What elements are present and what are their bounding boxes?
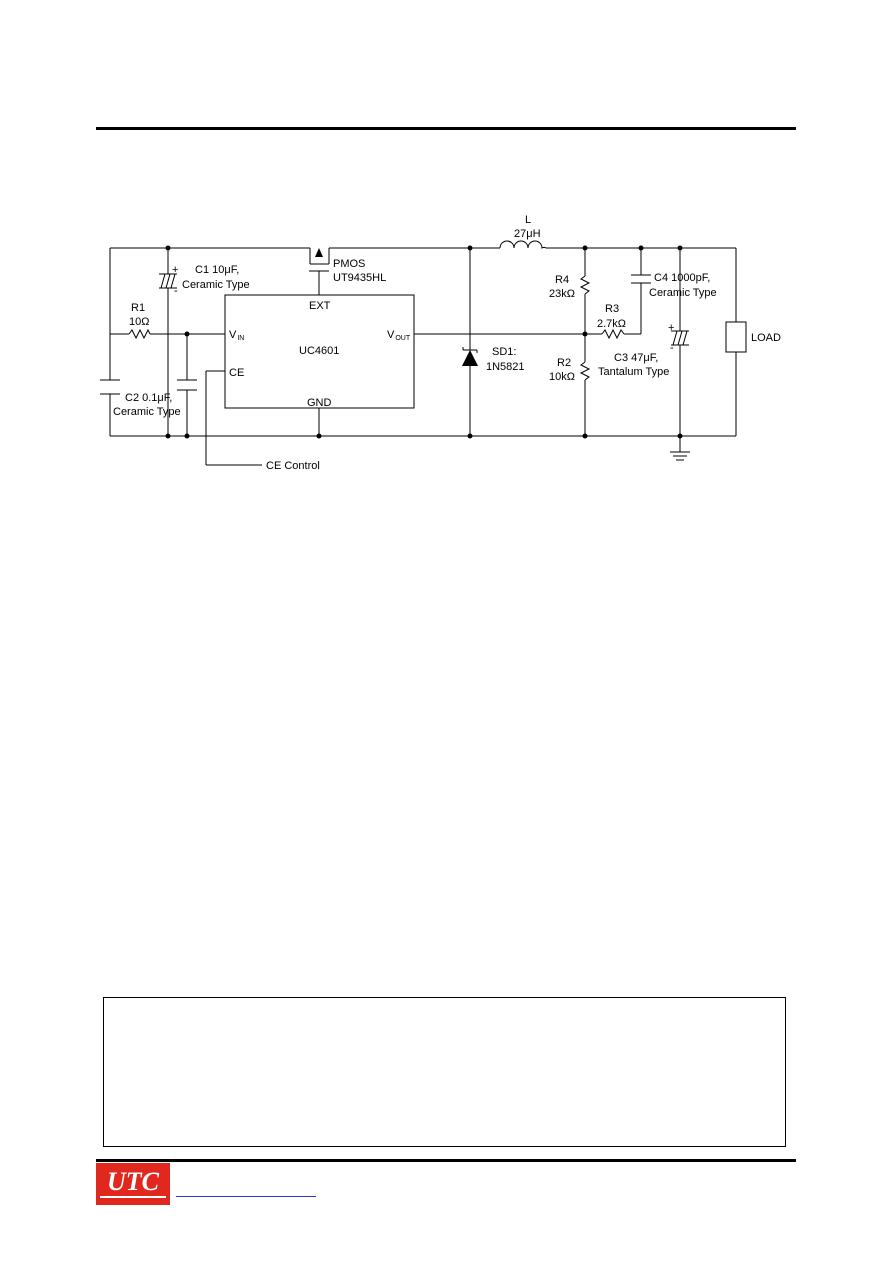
ce-control-label: CE Control: [266, 460, 320, 472]
sd1-part-label: 1N5821: [486, 361, 525, 373]
ic-pin-gnd-label: GND: [307, 397, 332, 409]
c3-type-label: Tantalum Type: [598, 366, 669, 378]
r2-value-label: 10kΩ: [549, 371, 575, 383]
pmos-name-label: PMOS: [333, 258, 365, 270]
c1-name-label: C1 10μF,: [195, 264, 239, 276]
notice-box: [103, 997, 786, 1147]
ic-pin-vin-label: VIN: [229, 329, 244, 342]
pmos-part-label: UT9435HL: [333, 272, 386, 284]
ic-part-label: UC4601: [299, 345, 339, 357]
r4-name-label: R4: [555, 274, 569, 286]
utc-logo: UTC: [96, 1163, 170, 1205]
r1-name-label: R1: [131, 302, 145, 314]
c4-type-label: Ceramic Type: [649, 287, 717, 299]
application-circuit-diagram: R1 10Ω C1 10μF, Ceramic Type + - C2 0.1μ…: [100, 214, 781, 472]
utc-logo-underline: [100, 1196, 166, 1198]
c1-minus-sign: -: [174, 285, 178, 297]
ic-pin-vout-label: VOUT: [387, 329, 411, 342]
c4-name-label: C4 1000pF,: [654, 272, 710, 284]
ic-pin-ext-label: EXT: [309, 300, 331, 312]
r3-name-label: R3: [605, 303, 619, 315]
utc-logo-text: UTC: [107, 1167, 159, 1196]
footer-rule: [96, 1159, 796, 1162]
c1-plus-sign: +: [172, 264, 178, 276]
r2-name-label: R2: [557, 357, 571, 369]
c3-name-label: C3 47μF,: [614, 352, 658, 364]
load-label: LOAD: [751, 332, 781, 344]
c2-type-label: Ceramic Type: [113, 406, 181, 418]
c3-plus-sign: +: [668, 322, 674, 334]
c1-type-label: Ceramic Type: [182, 279, 250, 291]
sd1-name-label: SD1:: [492, 346, 516, 358]
c2-name-label: C2 0.1μF,: [125, 392, 172, 404]
footer-website-link[interactable]: [176, 1196, 316, 1197]
ic-pin-ce-label: CE: [229, 367, 244, 379]
inductor-name-label: L: [525, 214, 531, 226]
r1-value-label: 10Ω: [129, 316, 149, 328]
inductor-value-label: 27μH: [514, 228, 541, 240]
c3-minus-sign: -: [670, 342, 674, 354]
r3-value-label: 2.7kΩ: [597, 318, 626, 330]
header-rule: [96, 127, 796, 130]
r4-value-label: 23kΩ: [549, 288, 575, 300]
